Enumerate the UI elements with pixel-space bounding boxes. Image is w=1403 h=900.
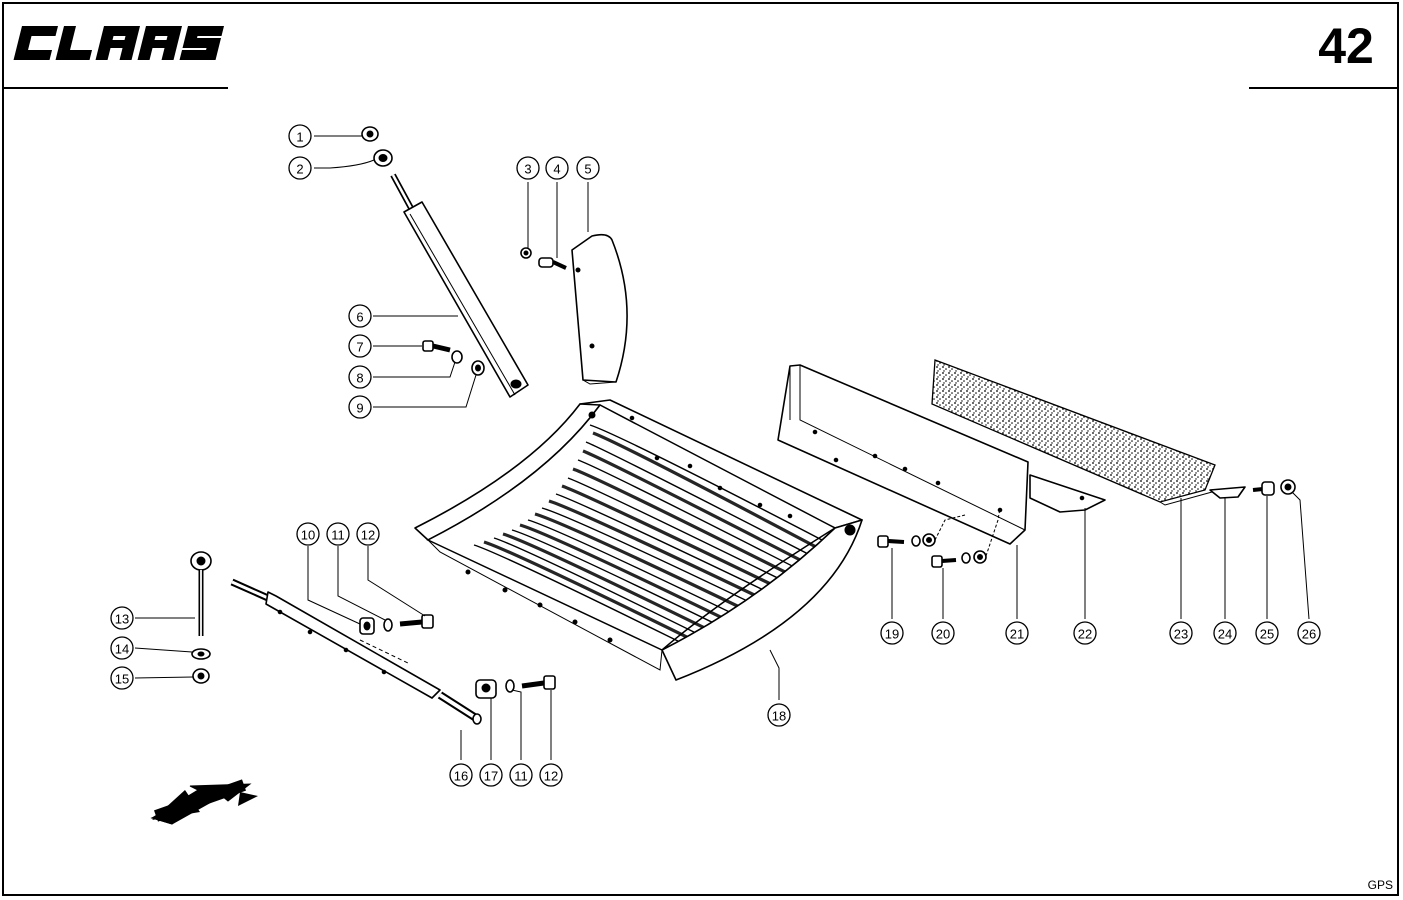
cover-plate-part-21 (777, 364, 1029, 545)
callout-23: 23 (1169, 621, 1193, 645)
strip-part-22 (1029, 474, 1106, 513)
svg-text:6: 6 (356, 310, 363, 325)
callout-7: 7 (348, 334, 372, 358)
svg-text:26: 26 (1302, 627, 1316, 642)
svg-text:12: 12 (544, 769, 558, 784)
callout-5: 5 (576, 156, 600, 180)
callout-11-lower: 11 (509, 763, 533, 787)
svg-text:2: 2 (296, 162, 303, 177)
svg-text:13: 13 (115, 612, 129, 627)
washer-part-8 (451, 350, 463, 364)
washer-part-11-upper (383, 618, 393, 632)
nut-part-2 (373, 149, 393, 167)
callout-25: 25 (1255, 621, 1279, 645)
callout-11-upper: 11 (326, 522, 350, 546)
callout-20: 20 (931, 621, 955, 645)
callout-8: 8 (348, 365, 372, 389)
svg-text:21: 21 (1010, 627, 1024, 642)
callout-2: 2 (288, 156, 312, 180)
svg-text:17: 17 (484, 769, 498, 784)
callout-12-lower: 12 (539, 763, 563, 787)
svg-text:22: 22 (1078, 627, 1092, 642)
callout-9: 9 (348, 395, 372, 419)
callout-16: 16 (449, 763, 473, 787)
shaft-part-16 (230, 578, 482, 725)
callout-22: 22 (1073, 621, 1097, 645)
page-number: 42 (1318, 18, 1374, 74)
svg-text:4: 4 (553, 162, 560, 177)
svg-text:8: 8 (356, 371, 363, 386)
svg-text:20: 20 (936, 627, 950, 642)
nut-part-1 (361, 126, 379, 142)
svg-text:5: 5 (584, 162, 591, 177)
callout-18: 18 (767, 703, 791, 727)
svg-text:12: 12 (361, 528, 375, 543)
callout-19: 19 (880, 621, 904, 645)
svg-text:18: 18 (772, 709, 786, 724)
eye-bolt-part-13 (190, 551, 212, 636)
callout-6: 6 (348, 304, 372, 328)
svg-text:15: 15 (115, 672, 129, 687)
direction-arrow-icon (150, 779, 258, 825)
bolt-part-12-upper (399, 614, 434, 629)
claas-logo (13, 26, 225, 60)
svg-text:19: 19 (885, 627, 899, 642)
concave-grate-part-18 (414, 399, 863, 681)
callout-13: 13 (110, 606, 134, 630)
svg-text:9: 9 (356, 401, 363, 416)
header-rule-right (1249, 87, 1399, 89)
bolt-part-4 (538, 257, 567, 270)
nut-part-15 (192, 668, 210, 684)
strut-part-6 (390, 173, 529, 398)
bolt-part-19 (877, 533, 936, 548)
svg-text:11: 11 (514, 769, 528, 784)
svg-text:7: 7 (356, 340, 363, 355)
callout-26: 26 (1297, 621, 1321, 645)
callout-10: 10 (296, 522, 320, 546)
nut-part-3 (520, 247, 532, 259)
bolt-part-12-lower (521, 675, 556, 690)
callout-12-upper: 12 (356, 522, 380, 546)
callout-24: 24 (1213, 621, 1237, 645)
callout-21: 21 (1005, 621, 1029, 645)
svg-text:24: 24 (1218, 627, 1232, 642)
callout-15: 15 (110, 666, 134, 690)
svg-text:25: 25 (1260, 627, 1274, 642)
leader-lines (134, 135, 1310, 760)
callout-1: 1 (288, 124, 312, 148)
svg-text:11: 11 (331, 528, 345, 543)
callout-17: 17 (479, 763, 503, 787)
header-rule-left (2, 87, 228, 89)
svg-text:14: 14 (115, 642, 129, 657)
nut-part-26 (1280, 479, 1296, 495)
callout-3: 3 (516, 156, 540, 180)
washer-part-9 (471, 360, 485, 376)
svg-text:10: 10 (301, 528, 315, 543)
small-strip-part-24 (1209, 486, 1246, 499)
callout-14: 14 (110, 636, 134, 660)
washer-part-14 (191, 648, 211, 660)
brush-seal-part-23 (931, 359, 1216, 506)
washer-part-11-lower (505, 679, 515, 693)
side-plate-part-5 (571, 233, 628, 385)
spacer-part-10 (359, 617, 375, 635)
svg-text:3: 3 (524, 162, 531, 177)
svg-text:1: 1 (296, 130, 303, 145)
svg-text:23: 23 (1174, 627, 1188, 642)
bolt-part-7 (422, 340, 451, 353)
bolt-part-20 (931, 550, 987, 568)
bolt-part-25 (1252, 481, 1275, 496)
callout-4: 4 (545, 156, 569, 180)
footer-code: GPS (1367, 878, 1393, 892)
bushing-part-17 (475, 679, 497, 699)
svg-text:16: 16 (454, 769, 468, 784)
